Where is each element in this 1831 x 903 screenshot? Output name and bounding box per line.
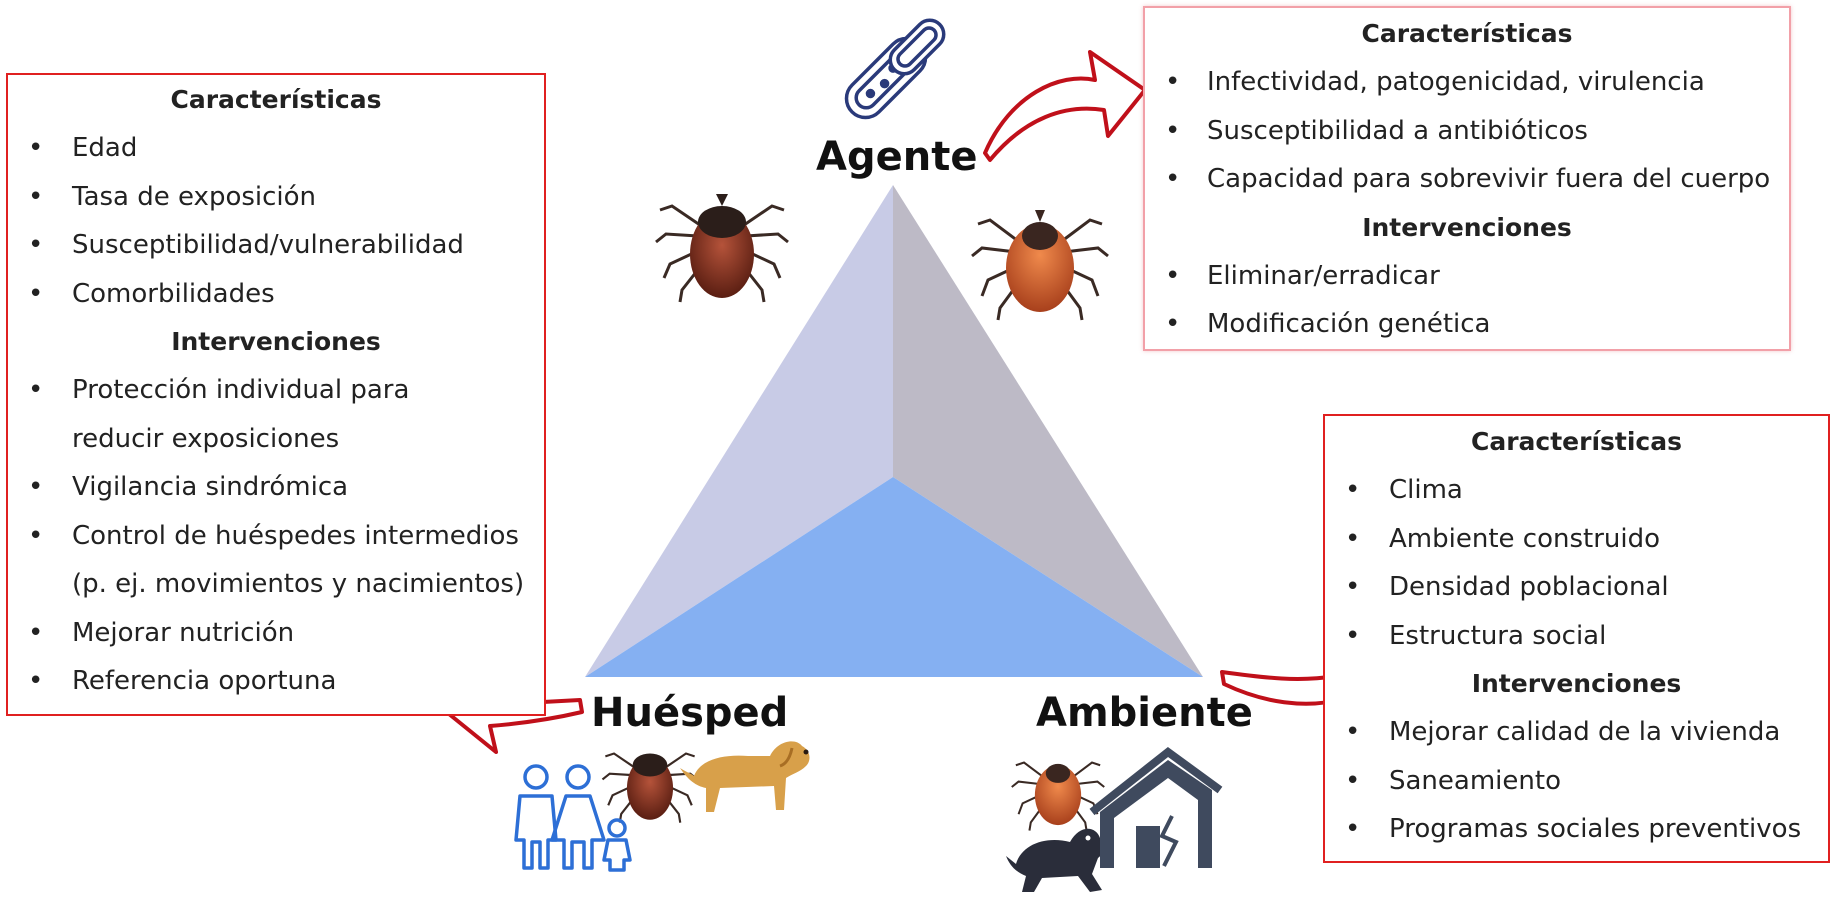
list-item: Comorbilidades xyxy=(8,270,544,319)
list-item: Clima xyxy=(1325,466,1828,515)
list-item: Edad xyxy=(8,124,544,173)
triad-triangle xyxy=(585,185,1203,677)
vertex-label-agente: Agente xyxy=(816,134,978,180)
list-item-continuation: reducir exposiciones xyxy=(72,423,340,454)
list-item: Estructura social xyxy=(1325,612,1828,661)
tick-icon xyxy=(1011,761,1105,831)
house-crack-icon xyxy=(1089,746,1223,868)
list-item: Ambiente construido xyxy=(1325,515,1828,564)
tick-icon xyxy=(655,194,789,303)
arrow-agente-icon xyxy=(983,50,1147,162)
family-icon xyxy=(514,764,632,872)
vertex-label-huesped: Huésped xyxy=(591,690,789,736)
caracteristicas-heading: Características xyxy=(1470,427,1682,456)
list-item: Protección individual para xyxy=(8,366,544,415)
intervenciones-heading: Intervenciones xyxy=(171,327,381,356)
triangle-face-bottom xyxy=(585,477,1203,677)
list-item: Referencia oportuna xyxy=(8,657,544,706)
list-item: Tasa de exposición xyxy=(8,173,544,222)
triangle-face-right xyxy=(893,185,1203,677)
list-item: Control de huéspedes intermedios xyxy=(8,512,544,561)
dog-icon xyxy=(680,741,810,812)
list-item: Susceptibilidad/vulnerabilidad xyxy=(8,221,544,270)
list-item: Vigilancia sindrómica xyxy=(8,463,544,512)
list-item: Mejorar calidad de la vivienda xyxy=(1325,708,1828,757)
list-item: Mejorar nutrición xyxy=(8,609,544,658)
intervenciones-heading: Intervenciones xyxy=(1471,669,1682,698)
vertex-label-ambiente: Ambiente xyxy=(1036,690,1253,736)
list-item-continuation: (p. ej. movimientos y nacimientos) xyxy=(72,569,525,599)
bacteria-icon xyxy=(844,18,946,120)
list-item: Densidad poblacional xyxy=(1325,563,1828,612)
tick-icon xyxy=(601,752,699,823)
list-item: Capacidad para sobrevivir fuera del cuer… xyxy=(1145,155,1789,204)
triangle-face-left xyxy=(585,185,893,677)
ambiente-info-box: Características Clima Ambiente construid… xyxy=(1323,414,1830,863)
agente-info-box: Características Infectividad, patogenici… xyxy=(1143,6,1791,351)
huesped-info-box: Características Edad Tasa de exposición … xyxy=(6,73,546,716)
list-item: Programas sociales preventivos xyxy=(1325,805,1828,854)
caracteristicas-heading: Características xyxy=(170,85,382,114)
list-item: Infectividad, patogenicidad, virulencia xyxy=(1145,58,1789,107)
list-item: Eliminar/erradicar xyxy=(1145,252,1789,301)
intervenciones-heading: Intervenciones xyxy=(1362,212,1572,242)
list-item: Saneamiento xyxy=(1325,757,1828,806)
list-item: Susceptibilidad a antibióticos xyxy=(1145,107,1789,156)
list-item: Modificación genética xyxy=(1145,300,1789,349)
dog-icon xyxy=(1006,828,1104,892)
caracteristicas-heading: Características xyxy=(1361,19,1573,48)
tick-icon xyxy=(971,210,1109,321)
